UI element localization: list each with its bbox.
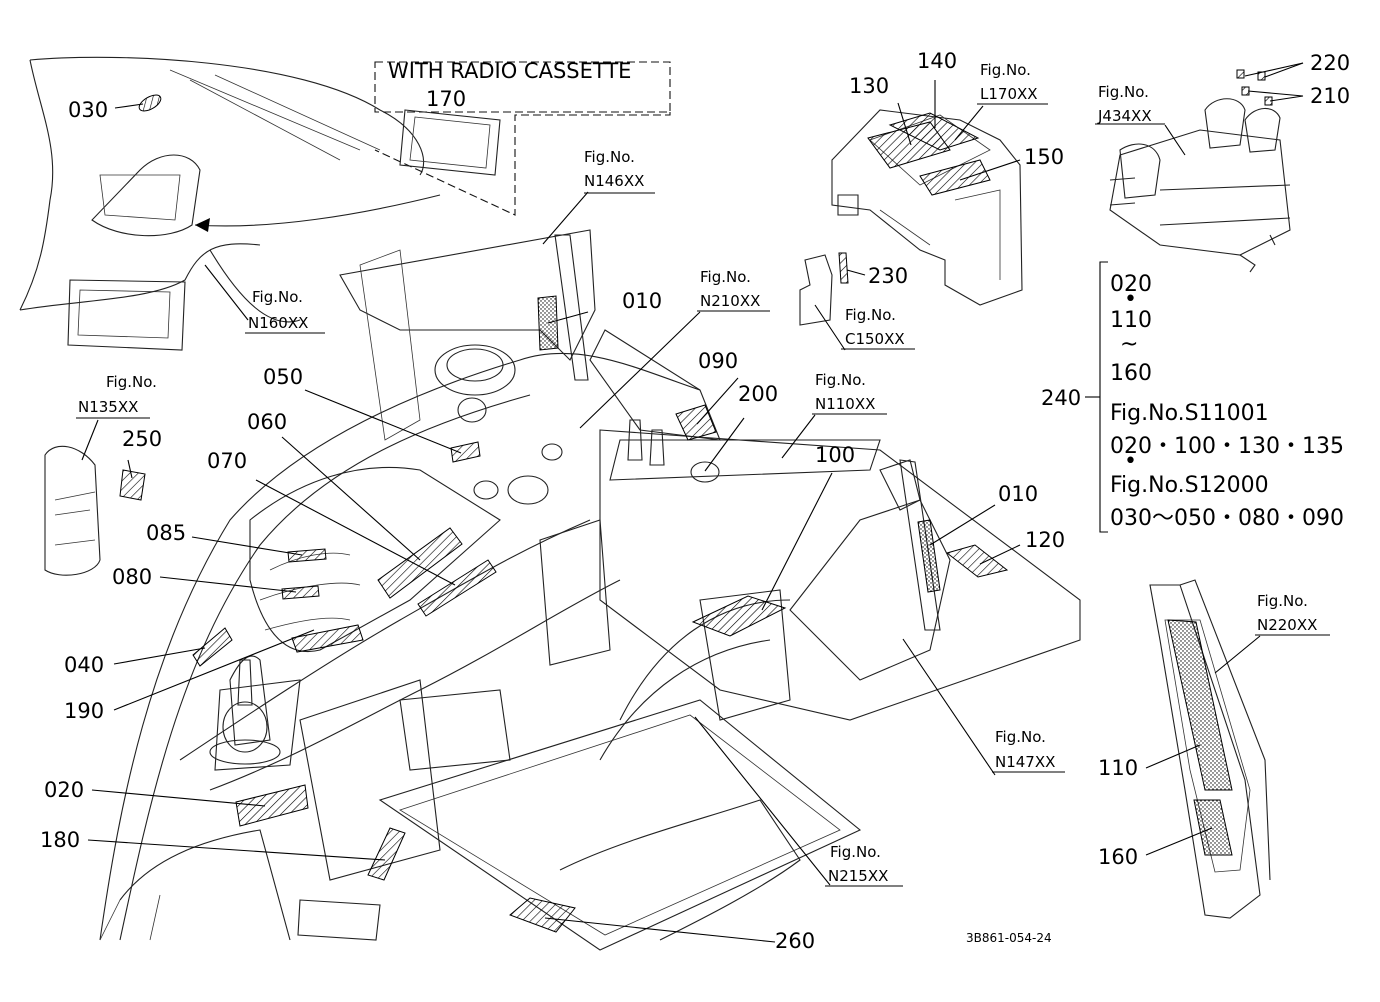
- callout-070: 070: [207, 449, 247, 473]
- decal-150: [919, 159, 991, 196]
- fig-label: Fig.No.: [830, 843, 881, 861]
- callout-140: 140: [917, 49, 957, 73]
- decal-260: [509, 897, 576, 933]
- decal-210a: [1241, 86, 1250, 96]
- banner-with-radio-cassette: WITH RADIO CASSETTE: [388, 59, 631, 83]
- fig-ref-n160: N160XX: [248, 314, 308, 332]
- fig-ref-n215: N215XX: [828, 867, 888, 885]
- decal-080: [281, 585, 320, 600]
- callout-010-pillar: 010: [622, 289, 662, 313]
- decal-220a: [1236, 69, 1245, 79]
- decal-030: [138, 94, 162, 112]
- fig-ref-n135: N135XX: [78, 398, 138, 416]
- decal-100: [691, 595, 787, 637]
- decal-010-right: [917, 519, 941, 593]
- side-note-240: 020 • 110 ~ 160 Fig.No.S11001 020・100・13…: [1110, 272, 1344, 531]
- callout-130: 130: [849, 74, 889, 98]
- decal-140: [888, 112, 980, 151]
- fig-references: Fig.No. N146XX Fig.No. N160XX Fig.No. N1…: [78, 61, 1317, 885]
- fig-label: Fig.No.: [584, 148, 635, 166]
- fig-label: Fig.No.: [252, 288, 303, 306]
- callout-050: 050: [263, 365, 303, 389]
- side-note-tilde: ~: [1120, 332, 1138, 357]
- side-note-dot-1: •: [1124, 287, 1137, 312]
- fig-ref-n146: N146XX: [584, 172, 644, 190]
- fig-ref-n147: N147XX: [995, 753, 1055, 771]
- decal-230: [838, 252, 849, 284]
- callout-260: 260: [775, 929, 815, 953]
- side-note-line-2: 110: [1110, 308, 1152, 333]
- decals: [119, 69, 1273, 933]
- callout-085: 085: [146, 521, 186, 545]
- decal-085: [287, 548, 327, 563]
- callout-020: 020: [44, 778, 84, 802]
- fig-label: Fig.No.: [980, 61, 1031, 79]
- decal-180: [367, 827, 406, 881]
- side-note-line-7: 030～050・080・090: [1110, 506, 1344, 531]
- callout-210: 210: [1310, 84, 1350, 108]
- callout-240: 240: [1041, 386, 1081, 410]
- side-note-fig-s12000: Fig.No.S12000: [1110, 473, 1269, 498]
- fig-label: Fig.No.: [815, 371, 866, 389]
- fig-ref-c150: C150XX: [845, 330, 905, 348]
- fig-ref-j434: J434XX: [1097, 107, 1152, 125]
- side-note-line-1: 020: [1110, 272, 1152, 297]
- side-note-line-5: 020・100・130・135: [1110, 434, 1344, 459]
- callout-190: 190: [64, 699, 104, 723]
- fig-ref-l170: L170XX: [980, 85, 1038, 103]
- callout-180: 180: [40, 828, 80, 852]
- decal-020: [235, 784, 309, 827]
- callout-010-right: 010: [998, 482, 1038, 506]
- fig-ref-n110: N110XX: [815, 395, 875, 413]
- callout-160: 160: [1098, 845, 1138, 869]
- fig-label: Fig.No.: [106, 373, 157, 391]
- side-note-dot-2: •: [1124, 449, 1137, 474]
- fig-label: Fig.No.: [700, 268, 751, 286]
- fig-label: Fig.No.: [1257, 592, 1308, 610]
- callout-090: 090: [698, 349, 738, 373]
- callout-200: 200: [738, 382, 778, 406]
- callout-150: 150: [1024, 145, 1064, 169]
- part-callouts: 030 170 010 050 060 070 085 080 040 190 …: [40, 49, 1350, 953]
- callout-040: 040: [64, 653, 104, 677]
- callout-100: 100: [815, 443, 855, 467]
- callout-250: 250: [122, 427, 162, 451]
- side-note-fig-s11001: Fig.No.S11001: [1110, 401, 1269, 426]
- callout-080: 080: [112, 565, 152, 589]
- callout-110: 110: [1098, 756, 1138, 780]
- side-note-line-3: 160: [1110, 361, 1152, 386]
- callout-230: 230: [868, 264, 908, 288]
- fig-label: Fig.No.: [995, 728, 1046, 746]
- decal-250: [119, 469, 146, 501]
- callout-060: 060: [247, 410, 287, 434]
- callout-220: 220: [1310, 51, 1350, 75]
- decal-110: [1167, 619, 1233, 791]
- fig-ref-n220: N220XX: [1257, 616, 1317, 634]
- decal-050: [450, 441, 481, 463]
- decal-040: [192, 627, 233, 667]
- callout-120: 120: [1025, 528, 1065, 552]
- decal-060: [377, 527, 463, 599]
- decal-210b: [1264, 96, 1273, 106]
- callout-170: 170: [426, 87, 466, 111]
- callout-030: 030: [68, 98, 108, 122]
- fig-ref-n210: N210XX: [700, 292, 760, 310]
- leader-lines: [76, 62, 1330, 943]
- drawing-number: 3B861-054-24: [966, 931, 1052, 945]
- decal-160: [1193, 799, 1233, 856]
- decal-120: [945, 544, 1009, 578]
- decal-190: [291, 624, 364, 653]
- fig-label: Fig.No.: [845, 306, 896, 324]
- fig-label: Fig.No.: [1098, 83, 1149, 101]
- decal-070: [417, 559, 497, 617]
